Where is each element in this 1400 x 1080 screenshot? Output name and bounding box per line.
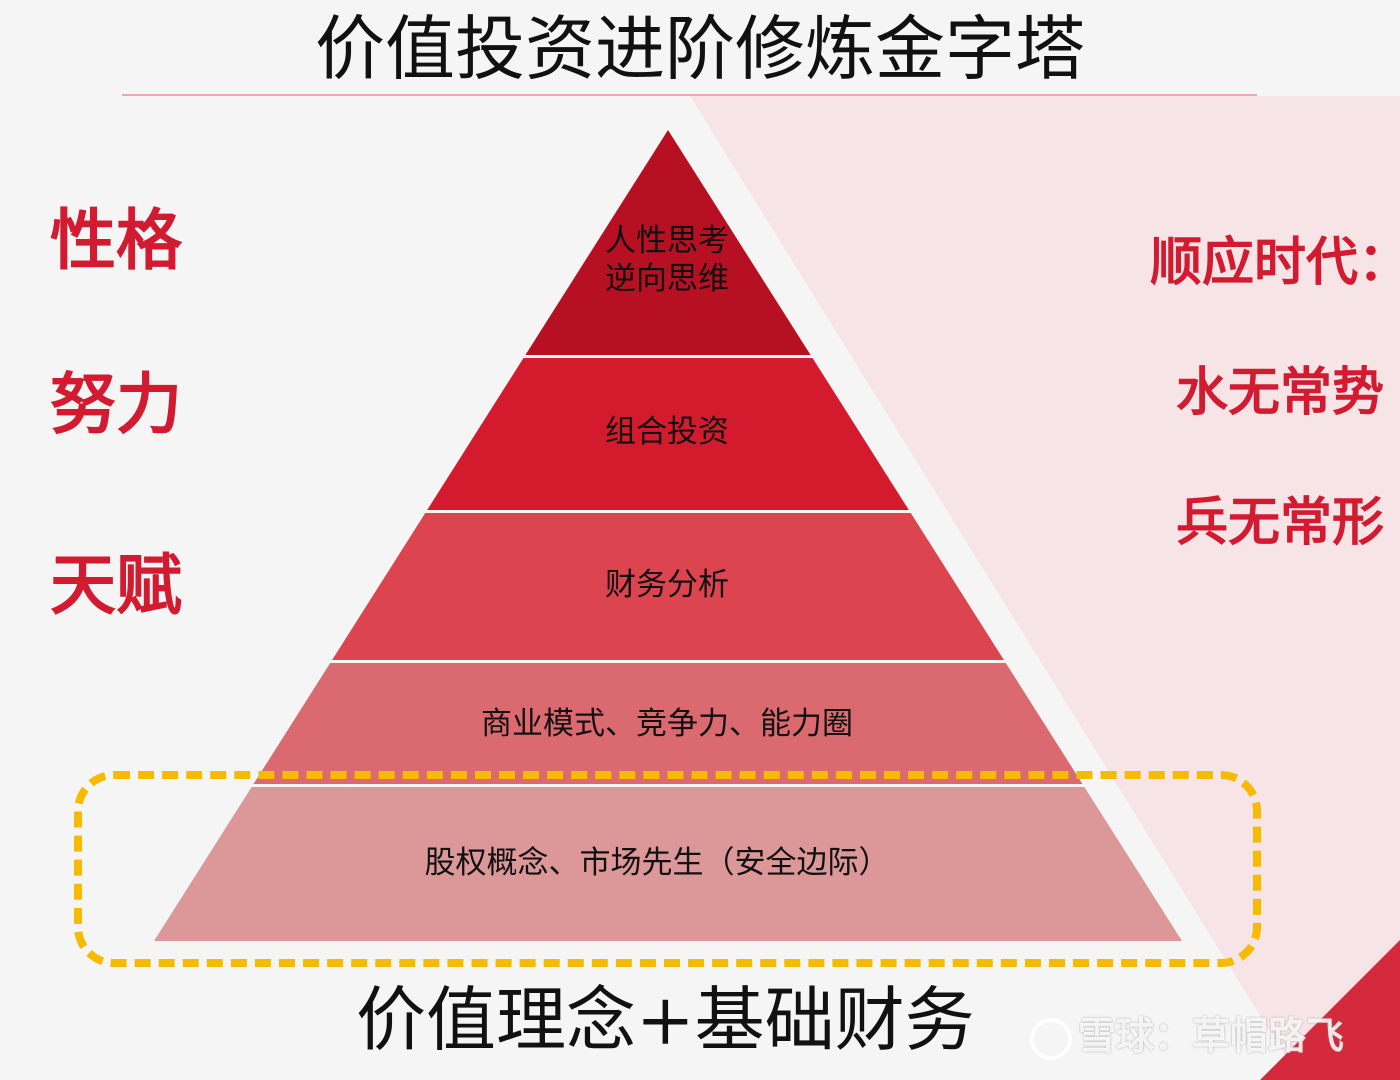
footer-caption: 价值理念+基础财务 [356,979,975,1061]
left-word-talent: 天赋 [50,546,182,624]
pyramid-layer-portfolio [427,358,909,510]
layer-label-line: 人性思考 [605,223,729,259]
pyramid-layer-financial [332,513,1004,660]
pyramid-layer-business [253,663,1083,784]
watermark-logo-icon [1030,1017,1072,1060]
highlight-dashed-box [74,771,1261,967]
title-divider [122,94,1257,96]
right-word-follow-times: 顺应时代： [1150,232,1400,293]
watermark-text: 雪球：草帽路飞 [1078,1014,1345,1058]
right-word-army: 兵无常形 [1176,492,1385,553]
corner-accent [1260,940,1400,1080]
layer-label-portfolio: 组合投资 [605,414,729,450]
watermark: 雪球：草帽路飞 [1030,1008,1370,1064]
layer-label-financial: 财务分析 [605,567,729,603]
left-word-effort: 努力 [50,365,182,443]
layer-label-top: 人性思考 逆向思维 [605,222,729,298]
pyramid-layer-top [525,130,811,355]
left-word-character: 性格 [50,201,182,279]
layer-label-business: 商业模式、竞争力、能力圈 [481,706,853,742]
pyramid-layer-base [154,787,1182,941]
page-title: 价值投资进阶修炼金字塔 [315,8,1085,90]
right-word-water: 水无常势 [1176,362,1385,423]
layer-label-base: 股权概念、市场先生（安全边际） [424,845,890,881]
layer-label-line: 逆向思维 [605,261,729,297]
